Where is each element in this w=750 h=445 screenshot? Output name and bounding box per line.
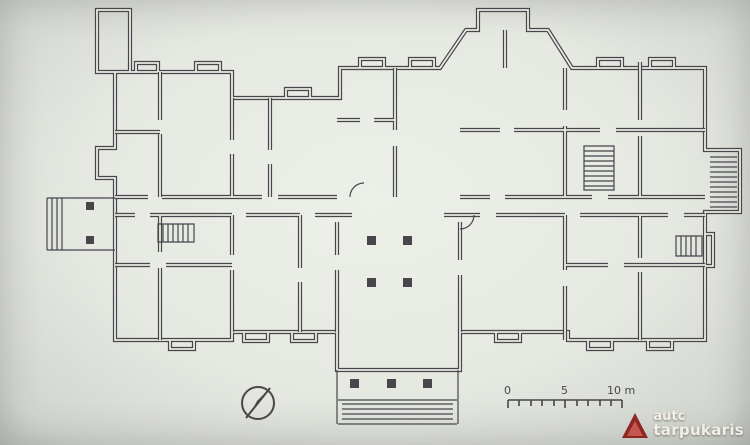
watermark: autc tarpukaris [622, 408, 744, 440]
north-arrow-icon [241, 386, 275, 420]
scale-bar: 0 5 10 m [504, 384, 635, 408]
watermark-subtitle: tarpukaris [653, 421, 744, 440]
stair-right-small [675, 235, 703, 257]
stair-right-main [583, 145, 615, 191]
terrace-steps [336, 370, 459, 425]
scale-label-zero: 0 [504, 384, 511, 397]
scale-label-five: 5 [561, 384, 568, 397]
watermark-logo-icon [622, 413, 649, 438]
watermark-title: autc [653, 408, 686, 424]
portico-and-steps [46, 197, 115, 251]
columns [86, 202, 432, 388]
scale-label-ten: 10 m [607, 384, 635, 397]
building-outer-walls [97, 10, 740, 370]
porch-right-steps [710, 156, 737, 208]
stair-left [157, 223, 195, 243]
door-swings [349, 182, 475, 230]
building-interior-walls [115, 30, 705, 340]
